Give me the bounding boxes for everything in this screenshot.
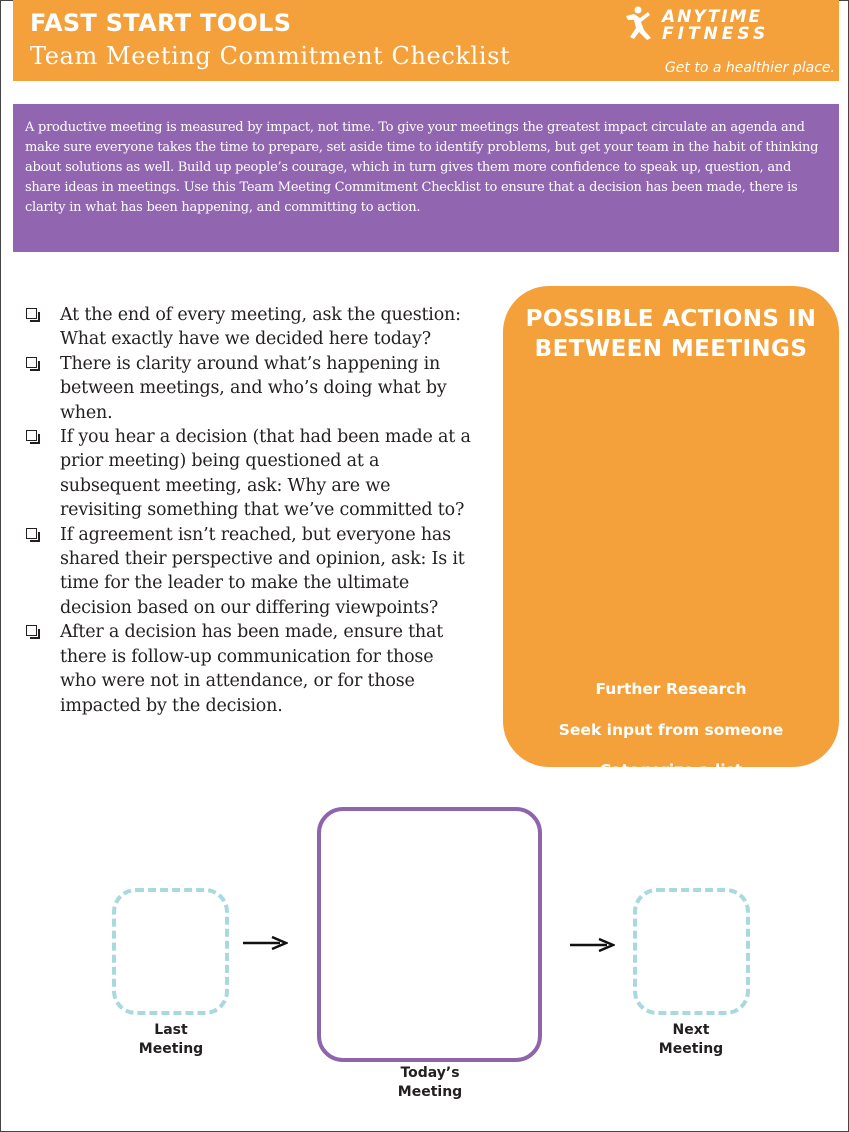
intro-text: A productive meeting is measured by impa… [25,120,819,215]
checkbox-icon [26,308,40,322]
checkbox-icon [26,527,40,542]
checklist-item-text: If agreement isn’t reached, but everyone… [60,524,465,618]
next-meeting-box [633,888,750,1015]
checklist-item: There is clarity around what’s happening… [24,352,474,425]
todays-meeting-box [317,807,542,1062]
action-item: Move the thinking forward [554,845,788,863]
checkbox-icon [26,356,40,371]
checklist-item: If you hear a decision (that had been ma… [24,425,474,523]
todays-meeting-label: Today’s Meeting [397,1065,463,1100]
last-meeting-label: Last Meeting [138,1022,204,1057]
page-subtitle: Team Meeting Commitment Checklist [30,42,511,70]
action-item: Categorize a list [599,761,743,779]
logo-tagline: Get to a healthier place. [664,60,835,76]
action-item: Type and distribute notes [558,928,784,946]
intro-panel: A productive meeting is measured by impa… [13,104,839,252]
logo-text-fitness: FITNESS [662,24,769,40]
commitment-checklist: At the end of every meeting, ask the que… [24,303,474,718]
checklist-item: If agreement isn’t reached, but everyone… [24,523,474,621]
logo-text-anytime: ANYTIME [660,7,762,27]
page-title: FAST START TOOLS [30,9,292,37]
action-item: Further Research [595,680,747,698]
header-banner: FAST START TOOLS Team Meeting Commitment… [13,0,839,81]
checklist-item: At the end of every meeting, ask the que… [24,303,474,352]
checkbox-icon [26,430,40,445]
checklist-item: After a decision has been made, ensure t… [24,620,474,718]
checkbox-icon [26,625,40,640]
anytime-fitness-logo-icon: ANYTIME FITNESS [626,6,769,40]
checklist-item-text: After a decision has been made, ensure t… [60,622,444,716]
action-item: Edit a document or presentation [528,1011,814,1029]
checklist-item-text: If you hear a decision (that had been ma… [60,427,471,521]
checklist-item-text: At the end of every meeting, ask the que… [60,305,461,350]
arrow-right-icon [243,935,288,951]
possible-actions-panel: POSSIBLE ACTIONS IN BETWEEN MEETINGS Fur… [503,286,839,1029]
actions-title: POSSIBLE ACTIONS IN BETWEEN MEETINGS [525,306,817,362]
action-item: Seek input from someone [558,721,784,739]
arrow-right-icon [570,937,615,953]
checklist-item-text: There is clarity around what’s happening… [60,353,447,423]
last-meeting-box [112,888,229,1015]
action-item: Make a plan [618,804,724,822]
next-meeting-label: Next Meeting [658,1022,724,1057]
